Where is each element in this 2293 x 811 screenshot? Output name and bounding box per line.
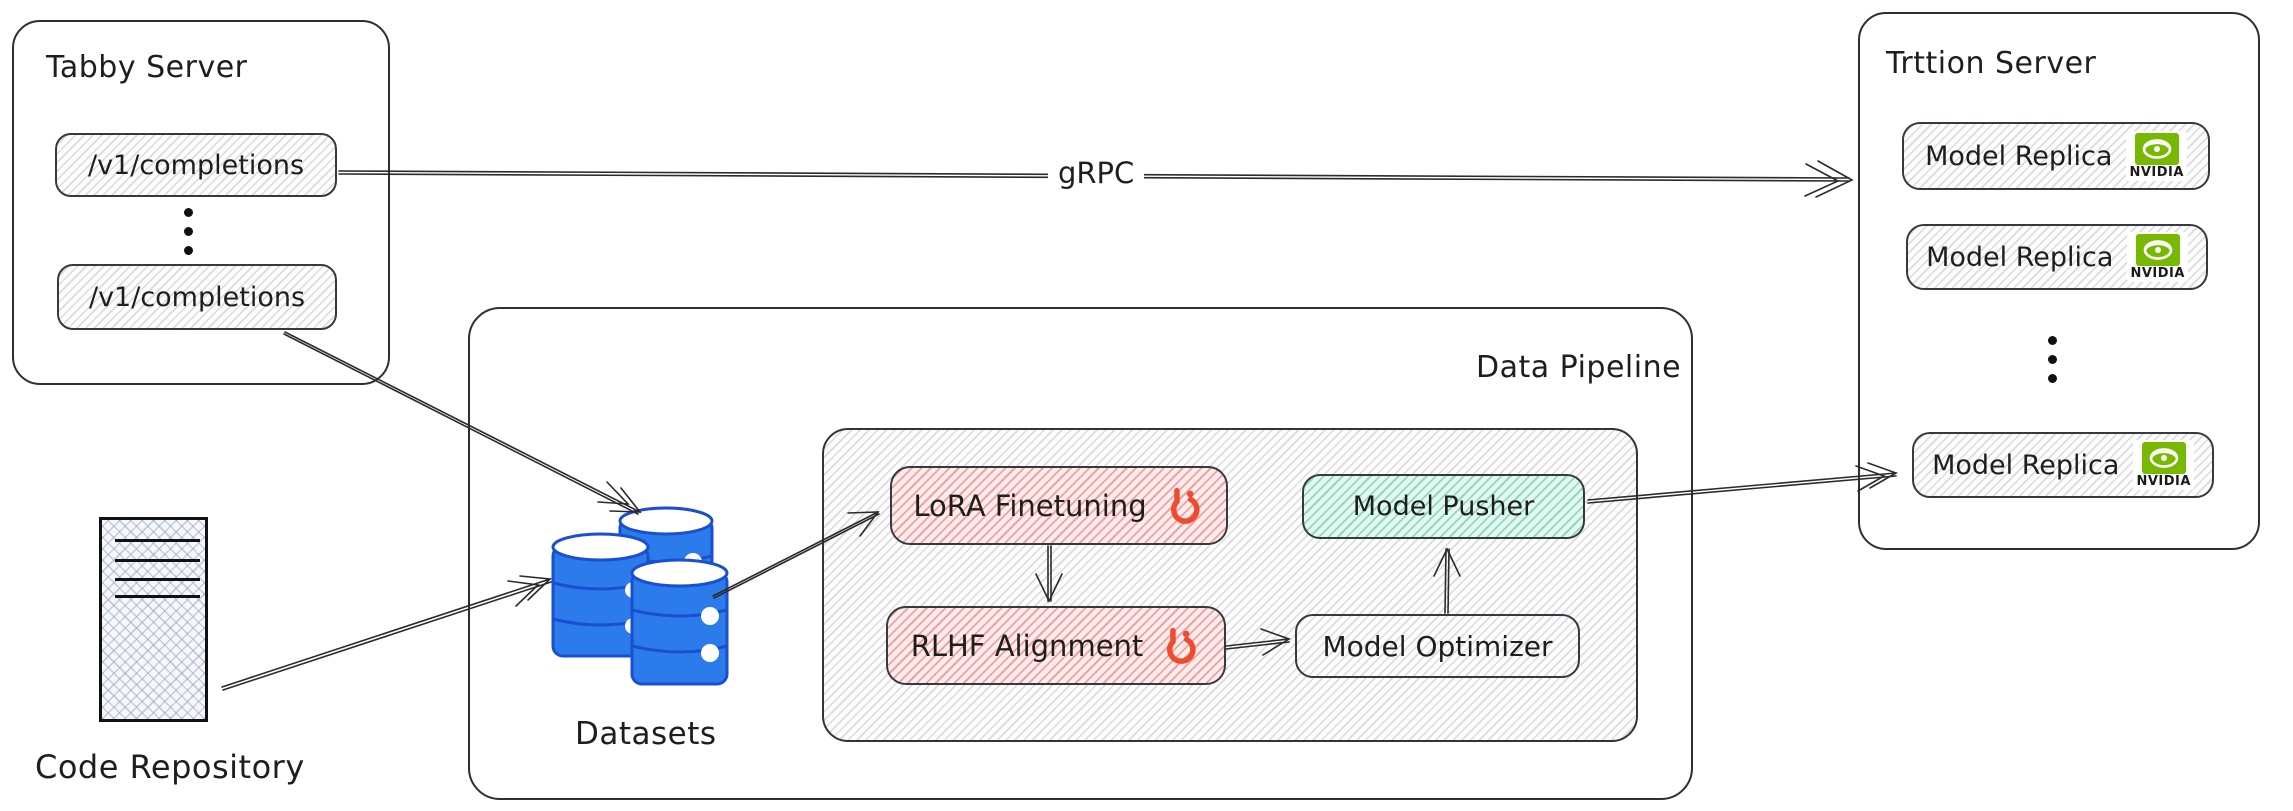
lora-finetuning-node: LoRA Finetuning (890, 466, 1228, 545)
code-line (115, 595, 200, 598)
pytorch-icon (1167, 627, 1196, 664)
code-line (115, 578, 200, 581)
database-cylinder (630, 558, 729, 686)
nvidia-logo-icon: NVIDIA (2127, 232, 2188, 282)
nvidia-eye-icon (2141, 442, 2186, 474)
vertical-ellipsis-icon (2048, 336, 2057, 383)
model-pusher-node: Model Pusher (1302, 474, 1585, 539)
rlhf-alignment-label: RLHF Alignment (910, 628, 1144, 663)
pytorch-icon (1170, 487, 1200, 524)
endpoint-box-1: /v1/completions (55, 133, 337, 197)
triton-server-title: Trttion Server (1886, 46, 2097, 81)
grpc-edge-label: gRPC (1048, 156, 1145, 190)
code-line (115, 539, 200, 542)
nvidia-wordmark: NVIDIA (2136, 474, 2191, 489)
datasets-icon (551, 506, 729, 686)
code-line (115, 559, 200, 562)
code-repository-icon (99, 517, 208, 722)
model-replica-label: Model Replica (1926, 241, 2114, 273)
nvidia-logo-icon: NVIDIA (2126, 131, 2187, 181)
nvidia-wordmark: NVIDIA (2130, 266, 2185, 281)
model-optimizer-label: Model Optimizer (1322, 629, 1553, 663)
model-replica-label: Model Replica (1932, 449, 2120, 481)
rlhf-alignment-node: RLHF Alignment (886, 606, 1226, 685)
code-repository-label: Code Repository (35, 748, 305, 786)
data-pipeline-title: Data Pipeline (1476, 350, 1682, 385)
datasets-label: Datasets (575, 716, 717, 752)
model-pusher-label: Model Pusher (1352, 491, 1535, 522)
lora-finetuning-label: LoRA Finetuning (913, 488, 1147, 523)
model-replica-box-2: Model Replica NVIDIA (1906, 224, 2208, 290)
endpoint-box-2: /v1/completions (57, 264, 337, 330)
nvidia-wordmark: NVIDIA (2129, 165, 2184, 180)
tabby-server-title: Tabby Server (46, 50, 248, 85)
model-replica-label: Model Replica (1925, 140, 2113, 172)
endpoint-label: /v1/completions (88, 281, 306, 313)
model-replica-box-1: Model Replica NVIDIA (1902, 122, 2210, 190)
nvidia-eye-icon (2135, 234, 2180, 266)
nvidia-logo-icon: NVIDIA (2133, 440, 2194, 490)
endpoint-label: /v1/completions (87, 149, 305, 181)
model-optimizer-node: Model Optimizer (1295, 614, 1580, 678)
nvidia-eye-icon (2134, 133, 2179, 165)
vertical-ellipsis-icon (184, 208, 193, 255)
model-replica-box-3: Model Replica NVIDIA (1912, 432, 2214, 498)
